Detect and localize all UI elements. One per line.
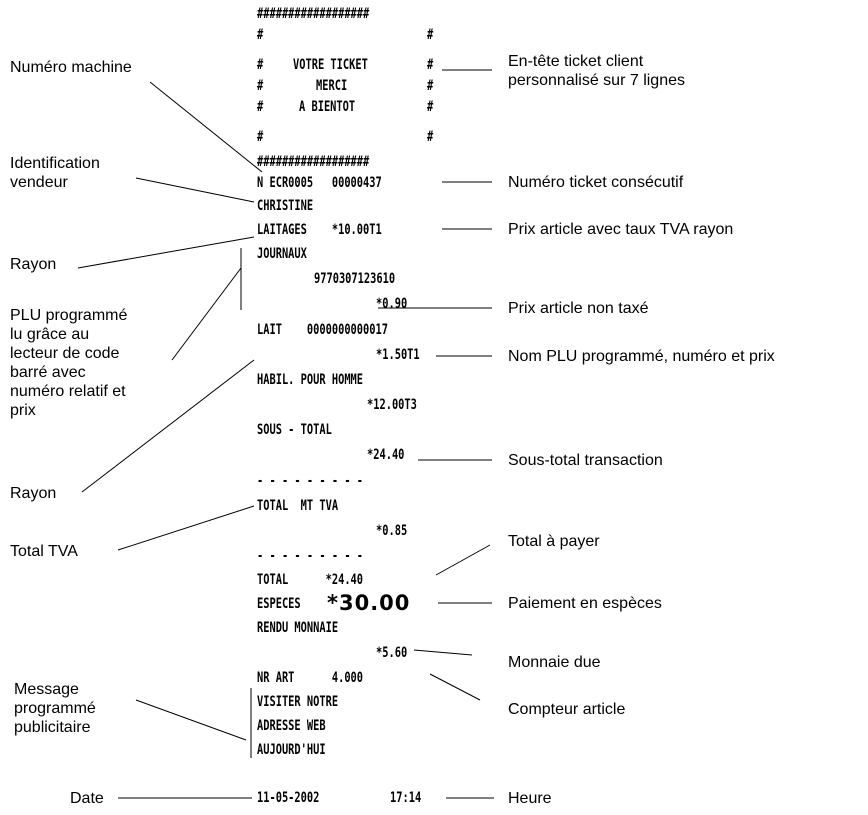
receipt-sous-total-value: *24.40 xyxy=(367,447,405,463)
label-plu-4: barré avec xyxy=(10,364,86,381)
receipt-header-l3: A BIENTOT xyxy=(299,99,356,115)
receipt-sous-total-label: SOUS - TOTAL xyxy=(257,422,332,438)
receipt-hash-left-2: # xyxy=(257,129,264,145)
receipt-hash-right-2: # xyxy=(427,129,434,145)
leader-monnaie-due xyxy=(413,649,473,656)
receipt-especes-value: *30.00 xyxy=(327,591,411,615)
leader-identification xyxy=(135,177,255,203)
receipt-total-tva-value: *0.85 xyxy=(376,523,408,539)
receipt-hash-border-bottom: ################## xyxy=(257,154,370,170)
receipt-header-l1: VOTRE TICKET xyxy=(293,57,368,73)
leader-message xyxy=(135,699,247,741)
label-compteur-article: Compteur article xyxy=(508,701,626,718)
receipt-clerk: CHRISTINE xyxy=(257,198,314,214)
label-prix-non-taxe: Prix article non taxé xyxy=(508,300,649,317)
receipt-header-l1-left: # xyxy=(257,57,264,73)
label-plu-5: numéro relatif et xyxy=(10,383,126,400)
receipt-header-l3-left: # xyxy=(257,99,264,115)
label-identification-1: Identification xyxy=(10,155,100,172)
leader-rayon-1 xyxy=(77,236,255,269)
receipt-time: 17:14 xyxy=(390,790,422,806)
receipt-lait-line: LAIT 0000000000017 xyxy=(257,322,388,338)
receipt-header-l2-right: # xyxy=(427,78,434,94)
receipt-msg-2: ADRESSE WEB xyxy=(257,718,326,734)
label-paiement-especes: Paiement en espèces xyxy=(508,595,662,612)
label-date: Date xyxy=(70,790,104,807)
leader-compteur xyxy=(429,673,481,701)
receipt-journaux: JOURNAUX xyxy=(257,246,307,262)
receipt-habil-price: *12.00T3 xyxy=(367,397,417,413)
label-nom-plu: Nom PLU programmé, numéro et prix xyxy=(508,348,775,365)
receipt-dash-2: - - - - - - - - - xyxy=(257,548,364,564)
receipt-msg-3: AUJOURD'HUI xyxy=(257,742,326,758)
label-message-1: Message xyxy=(14,681,79,698)
receipt-machine-ticket: N ECR0005 00000437 xyxy=(257,175,382,191)
receipt-header-l2: MERCI xyxy=(316,78,348,94)
label-rayon-1: Rayon xyxy=(10,256,57,273)
receipt-barcode: 9770307123610 xyxy=(314,271,396,287)
receipt-total-tva-label: TOTAL MT TVA xyxy=(257,498,339,514)
label-monnaie-due: Monnaie due xyxy=(508,654,601,671)
label-plu-6: prix xyxy=(10,402,36,419)
receipt-date: 11-05-2002 xyxy=(257,790,320,806)
label-entete-2: personnalisé sur 7 lignes xyxy=(508,72,685,89)
receipt-total-line: TOTAL *24.40 xyxy=(257,572,364,588)
receipt-habil: HABIL. POUR HOMME xyxy=(257,372,364,388)
receipt-lait-price: *1.50T1 xyxy=(376,347,420,363)
label-sous-total: Sous-total transaction xyxy=(508,452,663,469)
label-message-2: programmé xyxy=(14,700,96,717)
receipt-especes-label: ESPECES xyxy=(257,596,301,612)
leader-total-tva xyxy=(117,505,255,551)
receipt-header-l2-left: # xyxy=(257,78,264,94)
receipt-rendu: RENDU MONNAIE xyxy=(257,620,339,636)
label-rayon-2: Rayon xyxy=(10,485,57,502)
receipt-hash-left: # xyxy=(257,27,264,43)
label-plu-1: PLU programmé xyxy=(10,307,128,324)
leader-plu xyxy=(171,267,242,361)
label-total-payer: Total à payer xyxy=(508,533,600,550)
receipt-header-l3-right: # xyxy=(427,99,434,115)
receipt-nr-art: NR ART 4.000 xyxy=(257,670,364,686)
label-total-tva: Total TVA xyxy=(10,543,78,560)
receipt-msg-1: VISITER NOTRE xyxy=(257,694,339,710)
receipt-hash-right: # xyxy=(427,27,434,43)
leader-rayon-2 xyxy=(81,359,255,493)
receipt-dash-1: - - - - - - - - - xyxy=(257,473,364,489)
leader-total-payer xyxy=(435,544,491,576)
leader-numero-machine xyxy=(149,81,263,173)
receipt-rendu-value: *5.60 xyxy=(376,645,408,661)
label-message-3: publicitaire xyxy=(14,719,91,736)
receipt-hash-border-top: ################## xyxy=(257,6,370,22)
receipt-dept-line: LAITAGES *10.00T1 xyxy=(257,222,382,238)
receipt-header-l1-right: # xyxy=(427,57,434,73)
label-heure: Heure xyxy=(508,790,552,807)
label-numero-ticket: Numéro ticket consécutif xyxy=(508,174,684,191)
label-prix-article-tva: Prix article avec taux TVA rayon xyxy=(508,221,734,238)
label-entete-1: En-tête ticket client xyxy=(508,53,644,70)
label-identification-2: vendeur xyxy=(10,174,68,191)
label-plu-2: lu grâce au xyxy=(10,326,90,343)
receipt-price-notax: *0.90 xyxy=(376,296,408,312)
label-plu-3: lecteur de code xyxy=(10,345,120,362)
label-numero-machine: Numéro machine xyxy=(10,59,132,76)
